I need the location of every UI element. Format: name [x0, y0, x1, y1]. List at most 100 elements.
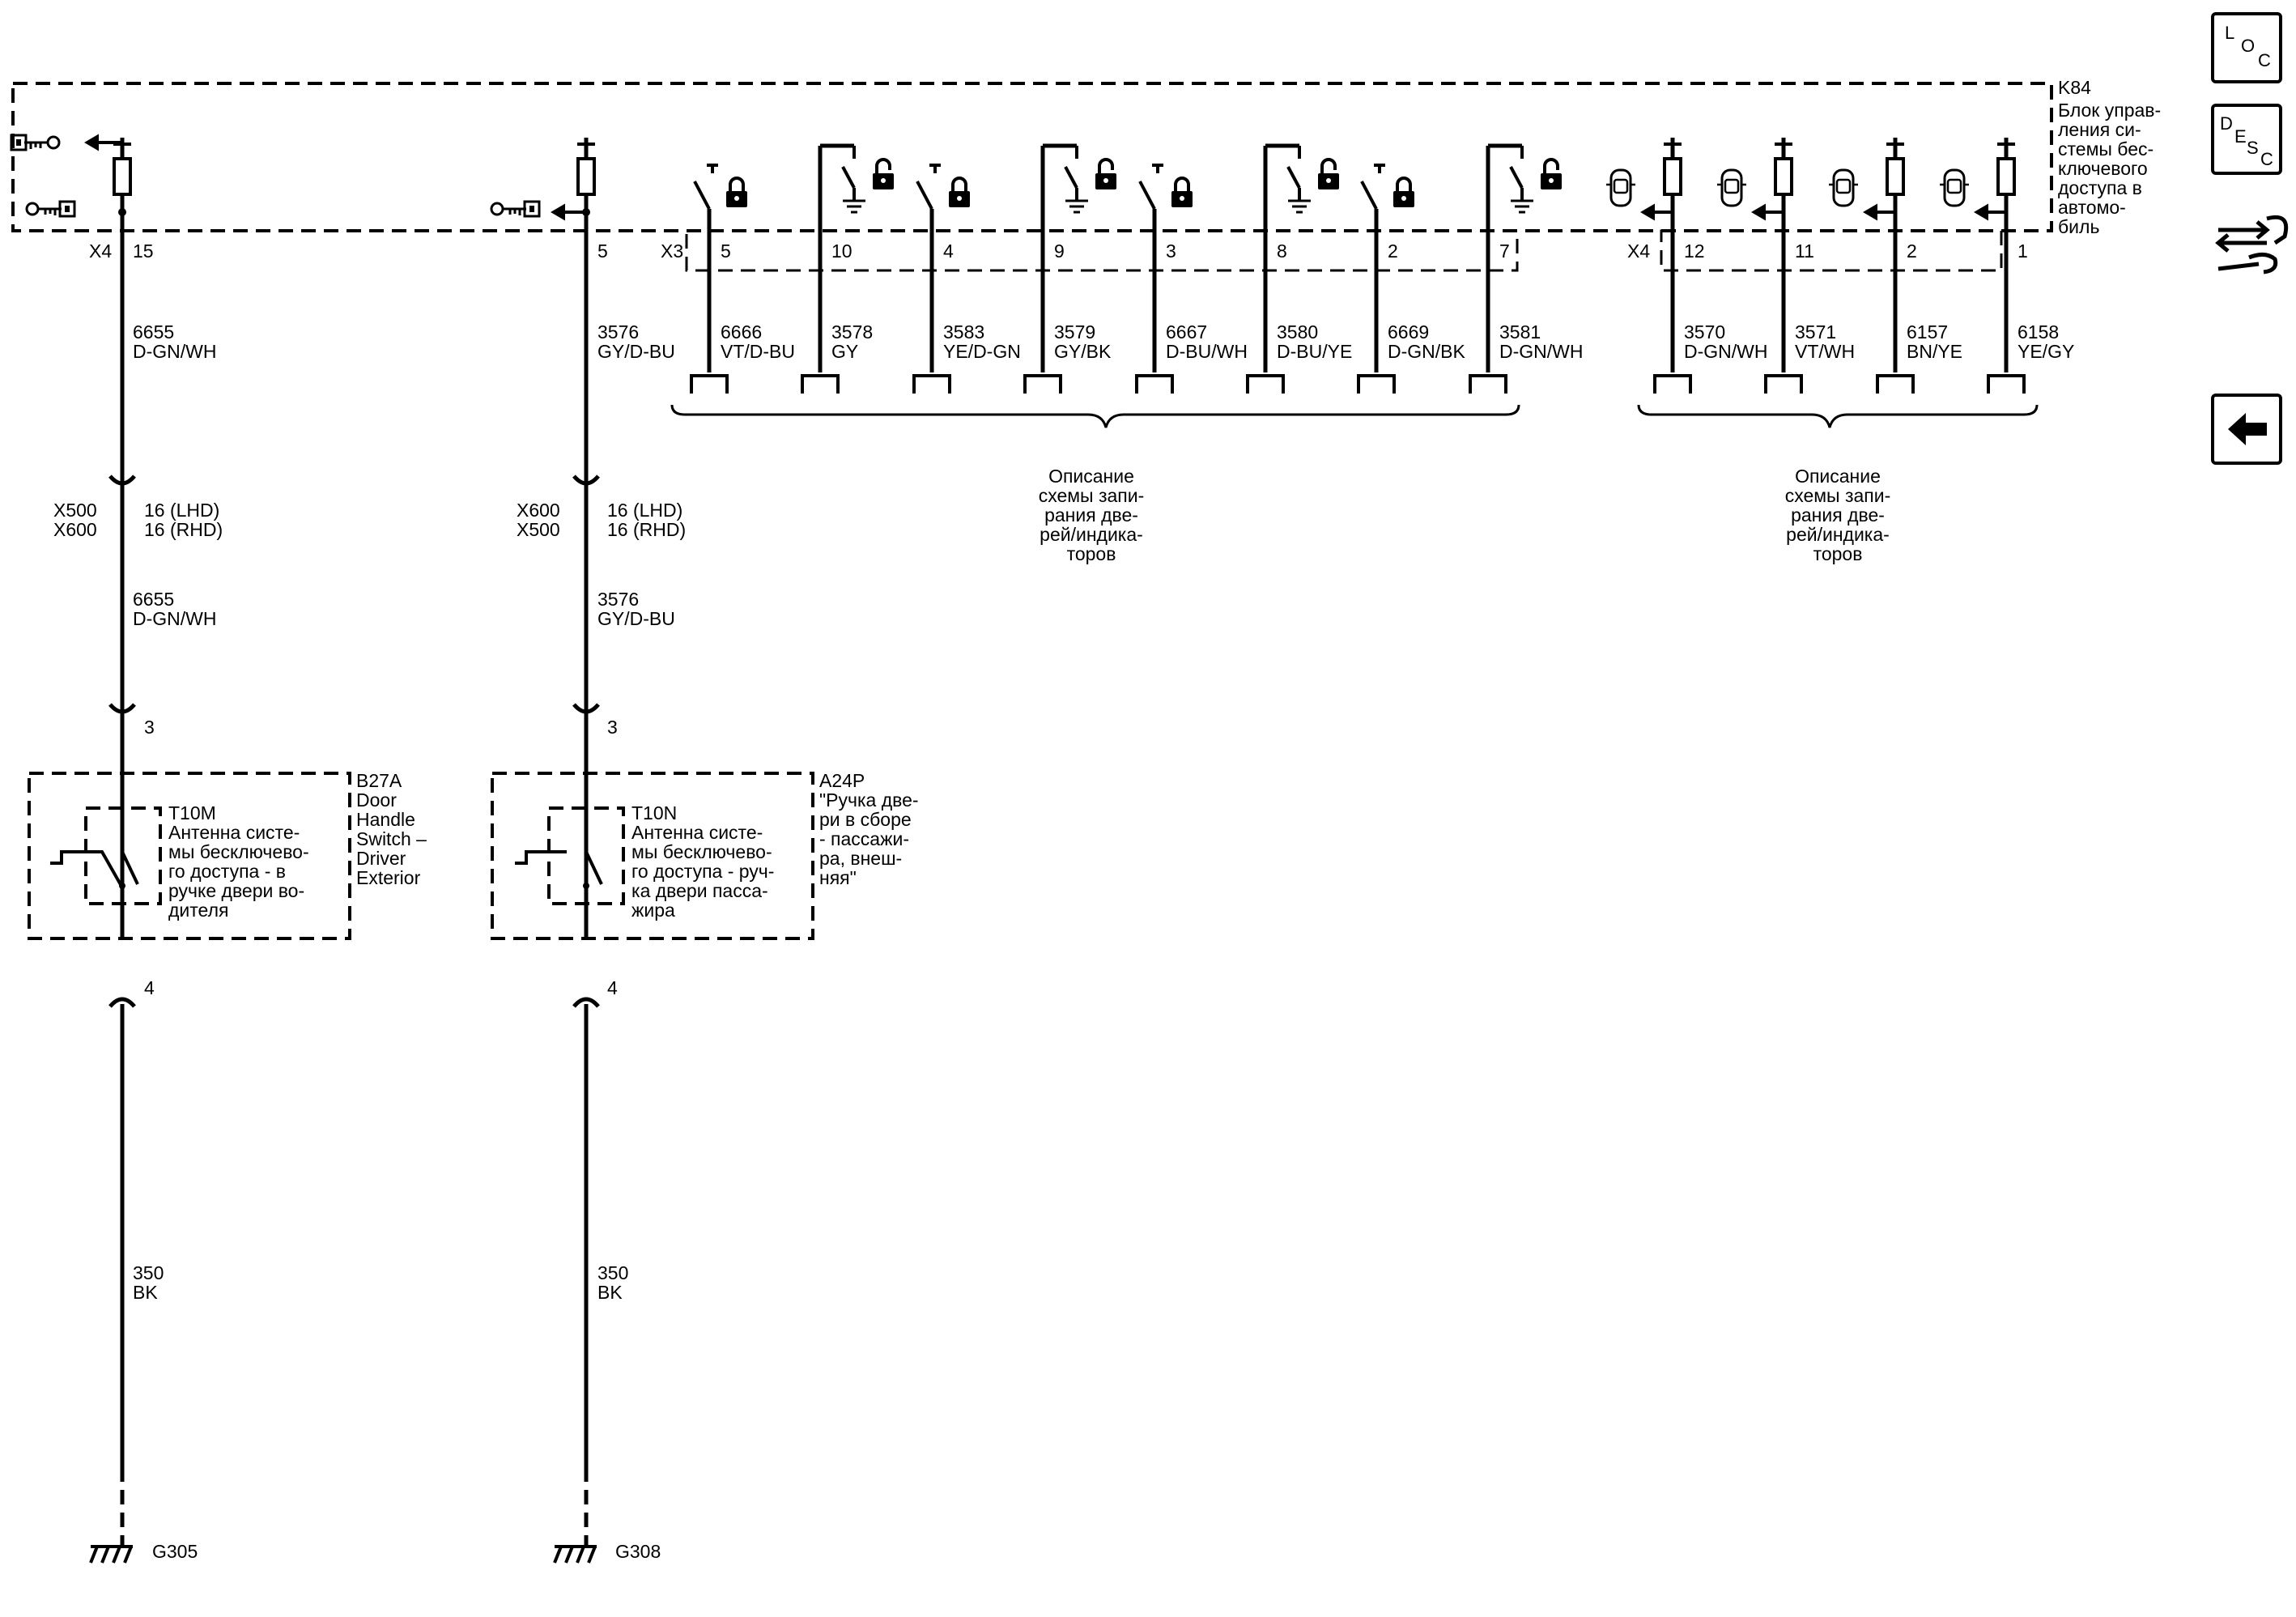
lock-icon	[1170, 177, 1194, 209]
reference-note-line: Описание	[1048, 466, 1134, 487]
pin-label: 8	[1277, 240, 1287, 262]
wire-number: 3571	[1795, 321, 1836, 343]
wire-color: D-GN/WH	[133, 608, 216, 629]
wire-number: 6655	[133, 589, 174, 610]
connector-end-view-icon[interactable]	[2215, 215, 2289, 274]
component-desc-line: "Ручка две-	[819, 789, 919, 811]
wire-color: D-BU/YE	[1277, 341, 1352, 362]
wire-number: 3580	[1277, 321, 1318, 343]
back-button[interactable]	[2211, 394, 2282, 465]
output-arrow	[1640, 203, 1673, 221]
pin-out-label: 4	[144, 977, 155, 998]
reference-note-line: Описание	[1795, 466, 1881, 487]
switch-blade	[1138, 181, 1156, 210]
pin-label: 7	[1499, 240, 1510, 262]
component-desc-line: - пассажи-	[819, 828, 909, 849]
terminal	[1469, 374, 1507, 394]
antenna-desc-line: го доступа - в	[168, 861, 286, 882]
fuse	[1996, 157, 2016, 196]
wire-number: 6158	[2018, 321, 2059, 343]
component-code: A24P	[819, 770, 865, 791]
reference-note-line: рания две-	[1044, 504, 1138, 526]
antenna-desc-line: Антенна систе-	[631, 822, 763, 843]
wire-color: YE/D-GN	[943, 341, 1021, 362]
component-b27a: T10M Антенна систе- мы бесключево- го до…	[28, 770, 427, 940]
module-k84-label: K84 Блок управ- ления си- стемы бес- клю…	[2058, 77, 2161, 237]
reference-note-line: рей/индика-	[1040, 524, 1143, 545]
car-icon	[1716, 168, 1748, 207]
component-desc-line: ри в сборе	[819, 809, 912, 830]
unlock-icon	[1094, 158, 1118, 191]
loc-letter: O	[2241, 36, 2255, 56]
module-name-line: доступа в	[2058, 177, 2142, 198]
pin-label: 1	[2018, 240, 2028, 262]
ground-wire-number: 350	[133, 1262, 164, 1283]
ground-wire-number: 350	[597, 1262, 628, 1283]
switch-blade	[693, 181, 711, 210]
wire-color: VT/D-BU	[721, 341, 795, 362]
reference-note-line: схемы запи-	[1785, 485, 1891, 506]
module-name-line: ключевого	[2058, 158, 2148, 179]
antenna-desc-line: ручке двери во-	[168, 880, 304, 901]
pin-label: 4	[943, 240, 954, 262]
wire-number: 3583	[943, 321, 984, 343]
inline-pin-lhd: 16 (LHD)	[607, 500, 682, 521]
unlock-icon	[1539, 158, 1563, 191]
desc-letter: D	[2220, 113, 2233, 134]
ground-icon	[841, 199, 867, 214]
pin-label: 11	[1795, 240, 1814, 262]
connector-label: X4	[89, 240, 112, 262]
lock-icon	[725, 177, 749, 209]
wire-color: GY	[831, 341, 858, 362]
desc-button[interactable]: D E S C	[2211, 104, 2282, 175]
terminal	[1357, 374, 1396, 394]
terminal	[801, 374, 840, 394]
ground-icon	[1064, 199, 1090, 214]
pin-label: 12	[1684, 240, 1705, 262]
car-icon	[1605, 168, 1637, 207]
circuit-3576-passenger-antenna	[551, 138, 600, 1564]
car-icon	[1938, 168, 1971, 207]
output-arrow	[1751, 203, 1784, 221]
inline-connector-upper: X600	[517, 500, 560, 521]
antenna-desc-line: жира	[631, 900, 675, 921]
wire-number: 3578	[831, 321, 873, 343]
wire-number: 6157	[1907, 321, 1948, 343]
loc-button[interactable]: L O C	[2211, 12, 2282, 83]
x4-connector-label: X4	[1627, 240, 1650, 262]
wire-color: D-GN/BK	[1388, 341, 1466, 362]
component-code: B27A	[356, 770, 402, 791]
antenna-desc-line: Антенна систе-	[168, 822, 300, 843]
wire-color: VT/WH	[1795, 341, 1855, 362]
inline-pin-lhd: 16 (LHD)	[144, 500, 219, 521]
wire-color: BN/YE	[1907, 341, 1962, 362]
terminal	[1987, 374, 2026, 394]
fuse	[1663, 157, 1682, 196]
ground-wire-color: BK	[133, 1282, 158, 1303]
circuit-6655-driver-antenna	[10, 134, 136, 1564]
wire-number: 3576	[597, 321, 639, 343]
reference-note-line: схемы запи-	[1039, 485, 1145, 506]
wire-color: D-GN/WH	[133, 341, 216, 362]
fuse	[1886, 157, 1905, 196]
antenna-desc-line: дителя	[168, 900, 228, 921]
wire-number: 3570	[1684, 321, 1725, 343]
terminal	[1653, 374, 1692, 394]
loc-letter: C	[2258, 50, 2271, 70]
ground-wire-color: BK	[597, 1282, 623, 1303]
inline-connector-lower: X500	[517, 519, 560, 540]
desc-letter: S	[2247, 138, 2259, 158]
antenna-desc-line: мы бесключево-	[168, 841, 309, 862]
reference-note-line: рей/индика-	[1786, 524, 1890, 545]
module-name-line: биль	[2058, 216, 2099, 237]
